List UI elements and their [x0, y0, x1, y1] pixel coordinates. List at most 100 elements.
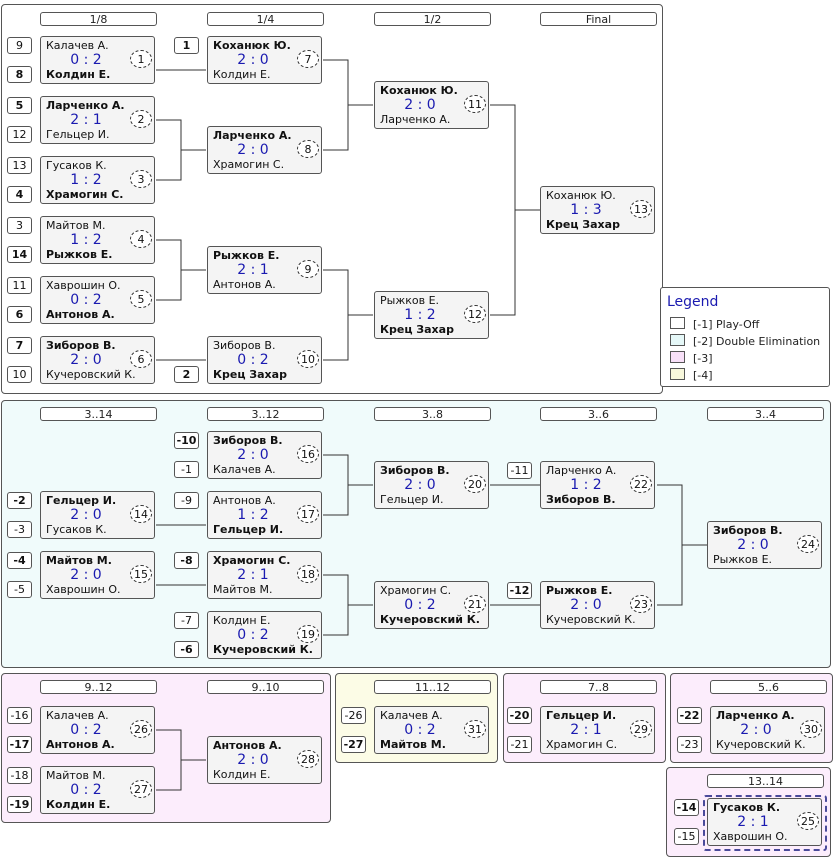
player-bottom: Антонов А.: [46, 738, 115, 751]
player-bottom: Гусаков К.: [46, 523, 107, 536]
final-place-frame: [703, 795, 827, 851]
player-top: Рыжков Е.: [213, 249, 280, 262]
seed-badge: -21: [507, 736, 532, 753]
match-score: 2 : 1: [70, 112, 102, 128]
player-top: Ларченко А.: [546, 464, 617, 477]
seed-badge: -16: [7, 707, 32, 724]
seed-badge: 3: [7, 217, 32, 234]
round-header-9-10: 9..10: [207, 680, 324, 694]
round-header-3-14: 3..14: [40, 407, 157, 421]
round-header-5-6: 5..6: [710, 680, 827, 694]
player-bottom: Гельцер И.: [213, 523, 284, 536]
legend-item-label: [-2] Double Elimination: [693, 335, 821, 348]
player-bottom: Хаврошин О.: [46, 583, 121, 596]
player-bottom: Храмогин С.: [546, 738, 618, 751]
round-header-3-4: 3..4: [707, 407, 824, 421]
match-score: 1 : 2: [404, 307, 436, 323]
player-top: Зиборов В.: [46, 339, 116, 352]
player-top: Зиборов В.: [213, 434, 283, 447]
player-top: Калачев А.: [46, 39, 109, 52]
match-number: 24: [797, 535, 819, 553]
player-top: Колдин Е.: [213, 614, 271, 627]
player-bottom: Кучеровский К.: [546, 613, 636, 626]
player-top: Гельцер И.: [546, 709, 617, 722]
player-top: Коханюк Ю.: [546, 189, 616, 202]
player-bottom: Рыжков Е.: [46, 248, 113, 261]
seed-badge: -17: [7, 736, 32, 753]
player-bottom: Гельцер И.: [380, 493, 444, 506]
player-top: Майтов М.: [46, 769, 106, 782]
match-score: 2 : 0: [404, 477, 436, 493]
player-top: Гусаков К.: [713, 801, 781, 814]
match-number: 1: [130, 50, 152, 68]
round-header-7-8: 7..8: [540, 680, 657, 694]
match-score: 1 : 2: [70, 232, 102, 248]
legend-item-label: [-1] Play-Off: [693, 318, 760, 331]
match-number: 13: [630, 200, 652, 218]
player-top: Хаврошин О.: [46, 279, 121, 292]
seed-badge: -20: [507, 707, 532, 724]
player-bottom: Ларченко А.: [380, 113, 451, 126]
match-score: 2 : 0: [70, 352, 102, 368]
player-bottom: Крец Захар: [213, 368, 287, 381]
match-number: 26: [130, 720, 152, 738]
player-bottom: Зиборов В.: [546, 493, 616, 506]
player-top: Калачев А.: [380, 709, 443, 722]
seed-badge: -22: [677, 707, 702, 724]
player-bottom: Майтов М.: [213, 583, 273, 596]
match-score: 2 : 0: [70, 507, 102, 523]
match-score: 2 : 0: [404, 97, 436, 113]
match-number: 11: [464, 95, 486, 113]
seed-badge: -26: [341, 707, 366, 724]
player-bottom: Антонов А.: [213, 278, 276, 291]
seed-badge: -5: [7, 581, 32, 598]
player-top: Рыжков Е.: [380, 294, 440, 307]
player-top: Антонов А.: [213, 494, 276, 507]
seed-badge: 14: [7, 246, 32, 263]
match-score: 2 : 0: [740, 722, 772, 738]
seed-badge: 2: [174, 366, 199, 383]
seed-badge: 5: [7, 97, 32, 114]
player-bottom: Крец Захар: [546, 218, 620, 231]
match-score: 0 : 2: [70, 52, 102, 68]
match-number: 23: [630, 595, 652, 613]
player-bottom: Кучеровский К.: [46, 368, 136, 381]
round-header-3-12: 3..12: [207, 407, 324, 421]
match-number: 30: [800, 720, 822, 738]
match-number: 29: [630, 720, 652, 738]
match-score: 0 : 2: [404, 597, 436, 613]
match-number: 22: [630, 475, 652, 493]
seed-badge: -19: [7, 796, 32, 813]
match-number: 8: [297, 140, 319, 158]
seed-badge: -3: [7, 521, 32, 538]
round-header-1-2: 1/2: [374, 12, 491, 26]
player-bottom: Калачев А.: [213, 463, 276, 476]
player-top: Зиборов В.: [380, 464, 450, 477]
seed-badge: -9: [174, 492, 199, 509]
match-score: 2 : 1: [237, 567, 269, 583]
seed-badge: 7: [7, 337, 32, 354]
match-number: 16: [297, 445, 319, 463]
match-number: 4: [130, 230, 152, 248]
match-score: 2 : 1: [570, 722, 602, 738]
round-header-3-8: 3..8: [374, 407, 491, 421]
legend-item-double-elimination: [-2] Double Elimination: [670, 334, 820, 348]
match-score: 0 : 2: [237, 627, 269, 643]
player-bottom: Храмогин С.: [46, 188, 124, 201]
match-score: 2 : 1: [237, 262, 269, 278]
match-score: 0 : 2: [70, 292, 102, 308]
round-header-3-6: 3..6: [540, 407, 657, 421]
